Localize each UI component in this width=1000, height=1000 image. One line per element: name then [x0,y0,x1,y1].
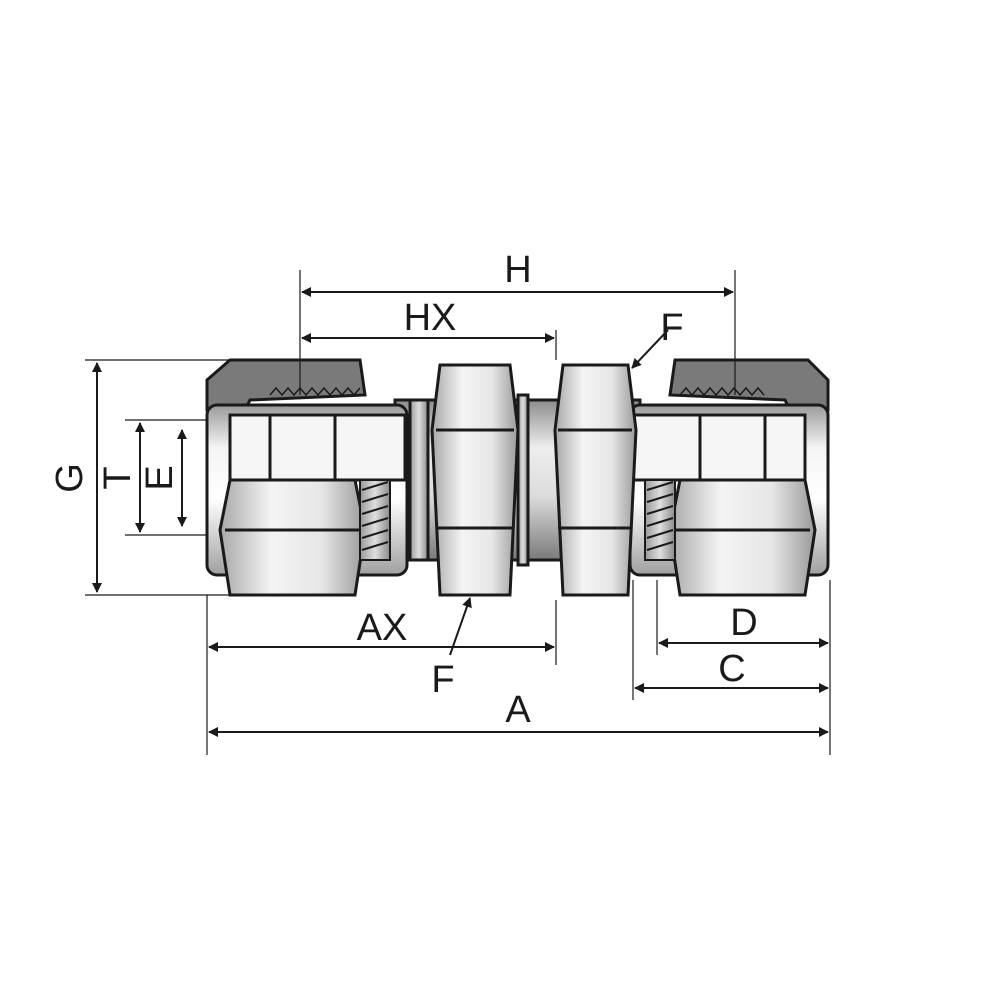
f-bottom-leader [449,597,472,656]
label-h: H [504,249,531,291]
dimension-labels: H HX F AX F D C A G T E [49,249,758,731]
right-nut-section [668,358,830,412]
top-thread-teeth [269,386,765,397]
dimension-lines [92,287,829,737]
center-washer [516,393,530,567]
label-f-top: F [660,307,683,349]
label-a: A [505,689,531,731]
label-ax: AX [357,607,408,649]
extension-lines [85,270,831,755]
right-threads [644,479,676,561]
right-nut-hex [668,478,817,597]
left-threads [359,479,391,561]
fitting-body [205,358,830,597]
left-nut-hex [218,478,367,597]
left-nut-section [205,358,367,412]
label-f-bottom: F [431,659,454,701]
label-c: C [718,648,745,690]
right-inner-tube [628,413,807,482]
left-bulkhead-hex [430,363,520,597]
label-d: D [730,602,757,644]
f-top-leader [631,329,669,369]
left-washer [408,398,430,562]
left-inner-tube [228,413,407,482]
label-e: E [139,465,181,490]
label-hx: HX [404,297,457,339]
label-g: G [49,463,91,493]
label-t: T [97,466,139,489]
right-bulkhead-hex [553,363,638,597]
